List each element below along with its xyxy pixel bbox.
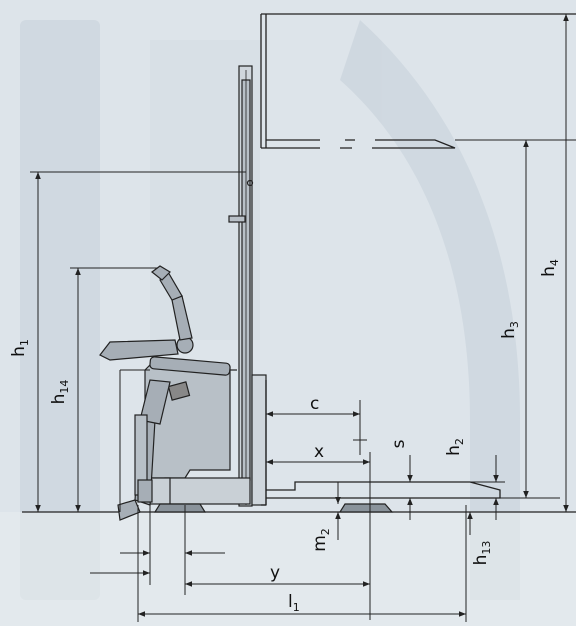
operator-figure — [99, 265, 231, 521]
label-h1: h1 — [9, 339, 31, 357]
label-h4: h4 — [539, 259, 561, 277]
svg-text:s: s — [389, 439, 409, 448]
load-box — [260, 13, 576, 148]
label-m2: m2 — [310, 528, 332, 552]
label-y: y — [270, 563, 280, 583]
label-l1: l1 — [288, 592, 300, 614]
dimension-lines — [30, 14, 576, 622]
svg-text:h2: h2 — [444, 438, 466, 456]
svg-text:h4: h4 — [539, 259, 561, 277]
raised-fork — [261, 139, 456, 149]
svg-text:h13: h13 — [471, 541, 493, 566]
svg-text:h1: h1 — [9, 339, 31, 357]
svg-text:h3: h3 — [499, 321, 521, 339]
label-s: s — [389, 439, 409, 448]
svg-text:h14: h14 — [49, 380, 71, 405]
label-h14: h14 — [49, 380, 71, 405]
label-h2: h2 — [444, 438, 466, 456]
svg-text:m2: m2 — [310, 528, 332, 552]
label-h13: h13 — [471, 541, 493, 566]
label-h3: h3 — [499, 321, 521, 339]
reference-lines — [119, 369, 150, 512]
label-x: x — [314, 442, 324, 462]
ground-band — [0, 512, 576, 626]
label-c: c — [310, 394, 319, 414]
